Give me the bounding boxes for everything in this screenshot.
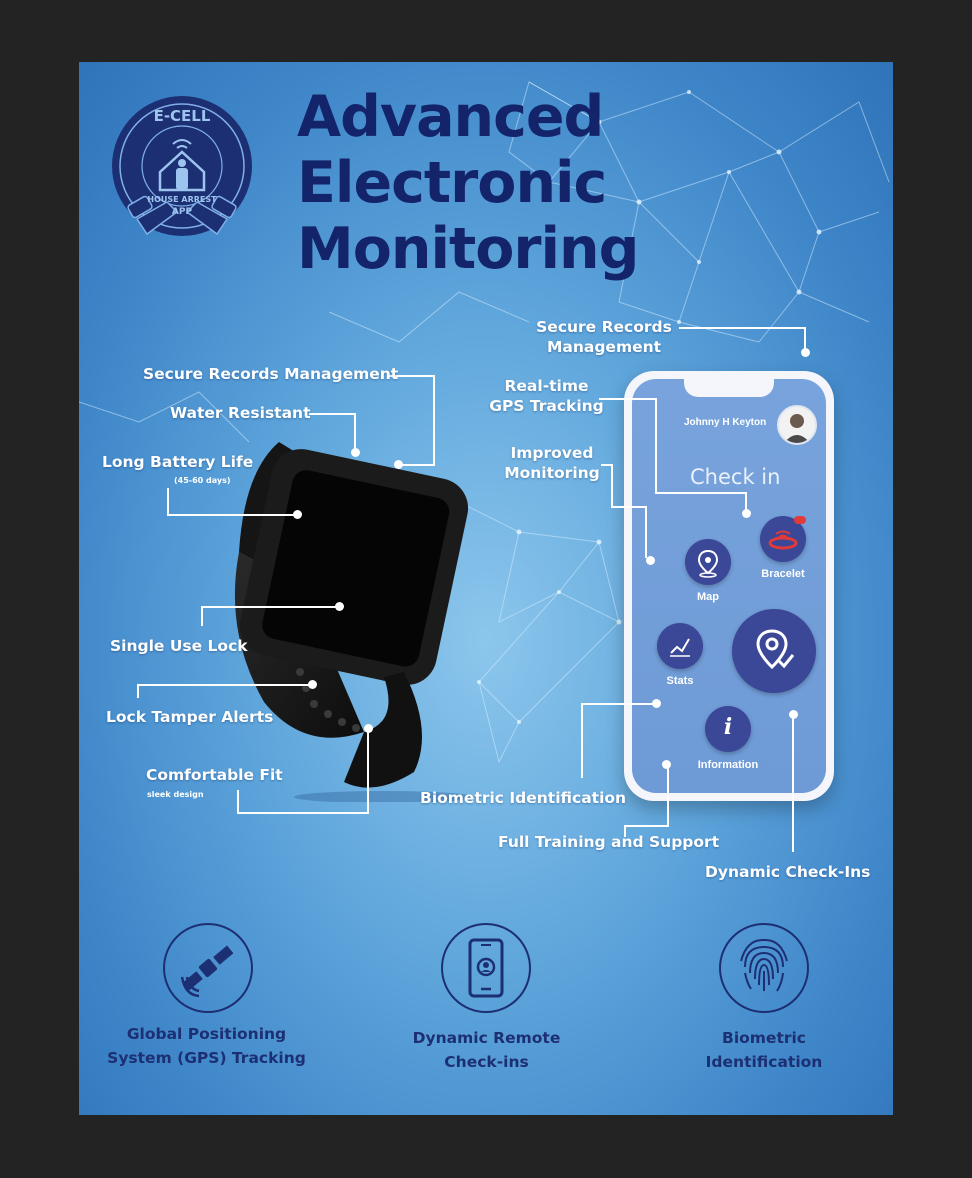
avatar [777,405,817,445]
callout-comfortable-fit: Comfortable Fit [146,766,283,784]
feature-biometric-line-1: Biometric [722,1029,806,1047]
stats-label: Stats [666,675,694,687]
phone-screen: Johnny H Keyton Check in Bracelet [632,379,826,793]
callout-gps-line-2: GPS Tracking [489,397,604,415]
stats-button[interactable] [657,623,703,669]
feature-gps-line-1: Global Positioning [126,1025,287,1043]
information-label: Information [697,759,759,771]
logo-bottom-text: APP [172,207,193,217]
phone-checkin-icon [468,938,504,998]
location-check-icon [756,629,795,670]
title-line-3: Monitoring [297,216,639,282]
callout-dynamic-check-ins: Dynamic Check-Ins [705,863,871,881]
feature-remote-line-2: Check-ins [444,1053,529,1071]
feature-biometric: Biometric Identification [679,1026,849,1074]
gps-feature-icon [163,923,253,1013]
poster: E-CELL HOUSE ARREST APP Advanced Electro… [79,62,893,1115]
user-name: Johnny H Keyton [684,417,767,428]
information-button[interactable]: i [705,706,751,752]
callout-secure-line-1: Secure Records [536,318,672,336]
bracelet-label: Bracelet [761,568,805,580]
logo-ring-text: HOUSE ARREST [147,195,217,204]
info-icon: i [723,714,733,740]
map-label: Map [697,591,719,603]
logo-top-text: E-CELL [154,107,211,125]
e-cell-logo: E-CELL HOUSE ARREST APP [112,96,252,236]
bracelet-icon [768,530,798,550]
callout-training-support: Full Training and Support [498,833,720,851]
stats-chart-icon [670,638,690,657]
callout-secure-line-2: Management [546,338,662,356]
page-title: Advanced Electronic Monitoring [297,84,639,282]
callout-single-use-lock: Single Use Lock [110,637,248,655]
feature-remote-line-1: Dynamic Remote [412,1029,561,1047]
callout-improved-line-1: Improved [510,444,594,462]
checkin-feature-icon [441,923,531,1013]
phone-mockup: Johnny H Keyton Check in Bracelet [624,371,834,801]
title-line-2: Electronic [297,150,607,216]
check-in-location-button[interactable] [732,609,816,693]
feature-remote-check-ins: Dynamic Remote Check-ins [389,1026,584,1074]
callout-improved-monitoring: Improved Monitoring [497,443,607,483]
smartwatch-image [234,442,474,802]
network-background [79,81,890,764]
fingerprint-icon [740,938,788,992]
callout-biometric-identification: Biometric Identification [420,789,627,807]
feature-biometric-line-2: Identification [705,1053,823,1071]
check-in-heading: Check in [690,465,781,489]
map-pin-icon [697,549,719,578]
feature-gps-line-2: System (GPS) Tracking [107,1049,306,1067]
callout-battery-life: Long Battery Life [102,453,254,471]
bracelet-button[interactable] [760,516,806,562]
callout-gps-line-1: Real-time [504,377,589,395]
map-button[interactable] [685,539,731,585]
callout-improved-line-2: Monitoring [504,464,600,482]
satellite-icon [180,945,234,998]
callout-secure-records-phone: Secure Records Management [534,317,674,357]
callout-gps-tracking: Real-time GPS Tracking [489,376,604,416]
callout-water-resistant: Water Resistant [170,404,311,422]
callout-comfortable-sub: sleek design [147,790,204,799]
title-line-1: Advanced [297,84,604,150]
callout-battery-sub: (45-60 days) [174,476,231,485]
callout-tamper-alerts: Lock Tamper Alerts [106,708,274,726]
feature-gps: Global Positioning System (GPS) Tracking [99,1022,314,1070]
biometric-feature-icon [719,923,809,1013]
callout-secure-records-watch: Secure Records Management [143,365,399,383]
